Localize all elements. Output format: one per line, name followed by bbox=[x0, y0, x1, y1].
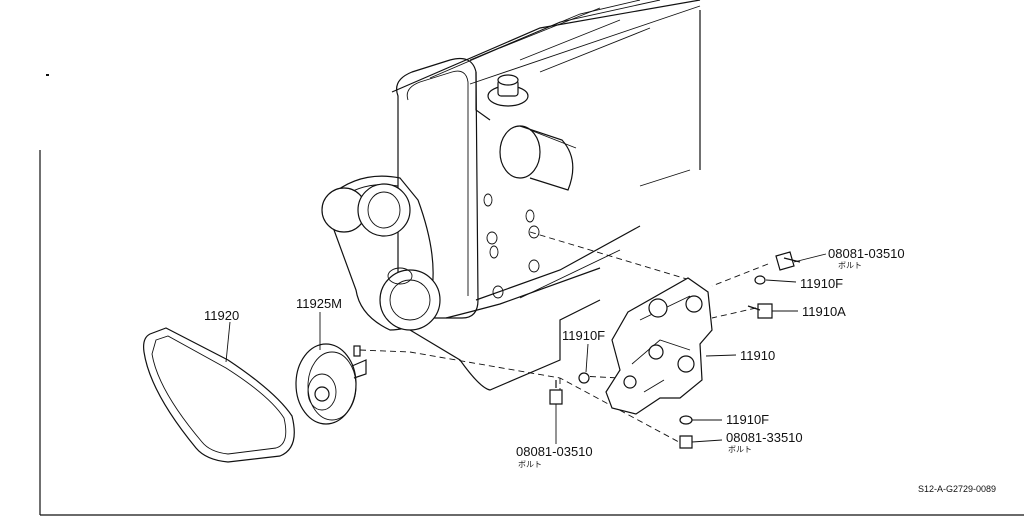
label-bolt-lower-right: 08081-33510 bbox=[726, 430, 803, 445]
label-bolt-lower-right-note: ボルト bbox=[728, 445, 752, 454]
bolt-upper-icon bbox=[775, 251, 795, 271]
washer-upper-icon bbox=[754, 275, 766, 285]
washer-mid-icon bbox=[578, 372, 590, 384]
label-bolt-lower-left-note: ボルト bbox=[518, 460, 542, 469]
label-pulley: 11925M bbox=[296, 296, 342, 311]
label-bracket: 11910 bbox=[740, 348, 775, 363]
bolt-lower-left-icon bbox=[549, 389, 563, 405]
reference-code: S12-A-G2729-0089 bbox=[918, 484, 996, 494]
washer-lower-icon bbox=[679, 415, 693, 425]
label-belt: 11920 bbox=[204, 308, 239, 323]
bolt-a-icon bbox=[757, 303, 773, 319]
pulley-part bbox=[295, 343, 367, 425]
labels: 08081-03510 ボルト 11910F 11910A 11910F 119… bbox=[204, 246, 996, 494]
bracket-part bbox=[605, 277, 713, 415]
label-bolt-upper: 08081-03510 bbox=[828, 246, 905, 261]
label-bolt-lower-left: 08081-03510 bbox=[516, 444, 593, 459]
label-washer-lower: 11910F bbox=[726, 412, 769, 427]
engine-pulleys bbox=[321, 175, 441, 331]
label-washer-mid: 11910F bbox=[562, 328, 605, 343]
engine-block bbox=[391, 0, 701, 391]
fasteners bbox=[549, 251, 801, 449]
bolt-lower-right-icon bbox=[679, 435, 693, 449]
oil-filter bbox=[499, 125, 541, 179]
label-bolt-a: 11910A bbox=[802, 304, 846, 319]
leader-lines bbox=[225, 253, 827, 444]
belt-part bbox=[143, 327, 295, 463]
label-washer-upper: 11910F bbox=[800, 276, 843, 291]
label-bolt-upper-note: ボルト bbox=[838, 261, 862, 270]
frame bbox=[39, 74, 1024, 516]
mounting-guides bbox=[359, 231, 769, 449]
